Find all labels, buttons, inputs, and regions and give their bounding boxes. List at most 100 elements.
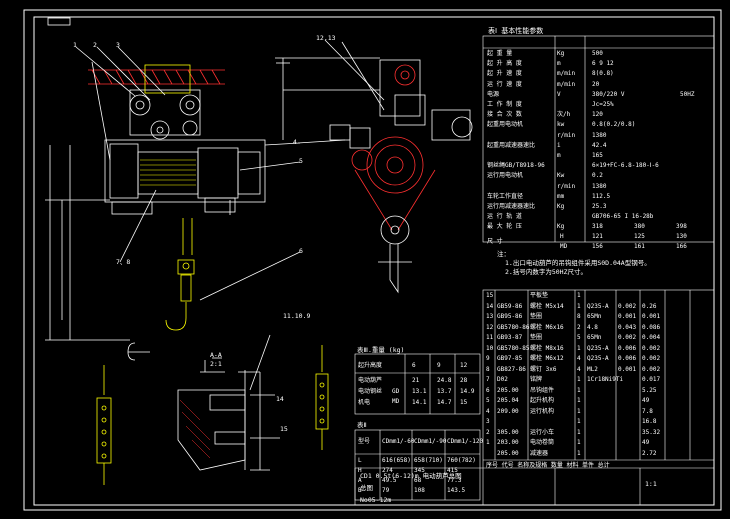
bom-cell: GB827-86	[497, 365, 526, 373]
notes-heading: 注：	[497, 250, 510, 258]
table1-unit: 次/h	[557, 111, 571, 119]
bom-cell: 1Cr18Ni9Ti	[587, 376, 624, 383]
bom-cell: 205.04	[497, 397, 519, 404]
table1-unit: m	[557, 60, 561, 68]
bom-header: 序号 代号 名称及规格 数量 材料 单件 总计	[486, 462, 610, 469]
dims-table-grid	[354, 429, 481, 501]
weight-table-grid	[354, 353, 481, 415]
table1-value: 120	[592, 111, 603, 119]
bom-cell: 2	[486, 428, 490, 436]
table1-unit: Kg	[557, 50, 565, 57]
bom-cell: 1	[577, 376, 581, 383]
leader-3: 3	[116, 41, 120, 49]
table1-value: 20	[592, 80, 600, 88]
table1-extra-cell: 50HZ	[680, 90, 695, 98]
bom-cell: 205.00	[497, 449, 519, 457]
bom-cell: 4	[577, 365, 581, 373]
bom-cell: 0.006	[618, 344, 637, 352]
bom-cell: 49	[642, 397, 650, 404]
dims-cell: L	[358, 457, 362, 464]
leader-2: 2	[93, 41, 97, 49]
dims-cell: 616(658)	[382, 457, 411, 464]
bom-cell: 垫圈	[530, 313, 543, 320]
bom-cell: 螺栓 M5x14	[530, 302, 564, 310]
bom-cell: 203.00	[497, 439, 519, 446]
detail-view	[177, 334, 280, 471]
weight-table-title: 表Ⅲ.重量 (kg)	[357, 346, 405, 354]
table1-name: 工 作 制 度	[487, 101, 522, 108]
bom-cell: 0.002	[642, 355, 661, 362]
table1-value: 6×19+FC-6.8-180-Ⅰ-6	[592, 162, 659, 170]
bom-cell: 8	[577, 313, 581, 320]
table1-name: 起 升 速 度	[487, 70, 522, 78]
weight-cell: 15	[460, 399, 468, 406]
table1-unit: r/min	[557, 182, 576, 190]
bom-cell: 2.72	[642, 449, 657, 457]
table1-value: 1380	[592, 182, 607, 190]
chain-detail-right	[315, 345, 329, 450]
chain-detail-left	[96, 365, 112, 485]
weight-side-label: MD	[392, 398, 400, 405]
table1-dims-value: 130	[676, 233, 687, 241]
leader-7-8: 7、8	[116, 258, 131, 266]
bom-cell: 4	[486, 407, 490, 415]
table1-unit: i	[557, 141, 561, 149]
table1-value: 1380	[592, 131, 607, 139]
bom-cell: 0.26	[642, 302, 657, 310]
bom-cell: 1	[577, 428, 581, 436]
bom-cell: 0.002	[642, 344, 661, 352]
bom-cell: 0.001	[618, 365, 637, 373]
bom-cell: 16.8	[642, 418, 657, 425]
table1-wheel-load-label: 最 大 轮 压	[487, 223, 522, 231]
table1-name: 钢丝绳GB/T8918-96	[487, 162, 545, 170]
bom-cell: 0.086	[642, 323, 661, 331]
bom-cell: 65Mn	[587, 334, 602, 341]
title-block-sub: 总图	[360, 484, 373, 492]
bom-cell: 49	[642, 439, 650, 446]
bom-cell: 垫圈	[530, 334, 543, 341]
bom-cell: 1	[577, 407, 581, 415]
bom-cell: 0.006	[618, 355, 637, 362]
dims-cell: 68	[414, 477, 422, 484]
table1-value: 6 9 12	[592, 60, 614, 68]
table1-name: 运行用减速器速比	[487, 203, 536, 210]
leader-4: 4	[293, 138, 297, 146]
bom-cell: 减速器	[530, 449, 549, 457]
weight-header-cell: 6	[412, 362, 416, 369]
dims-cell: 108	[414, 487, 425, 494]
table1-dims-label: 尺 寸	[487, 238, 503, 246]
bom-cell: 电动卷筒	[530, 439, 555, 446]
bom-cell: 0.002	[642, 365, 661, 373]
bom-cell: 0.001	[642, 313, 661, 320]
dims-cell: 143.5	[447, 487, 466, 494]
table1-name: 起 重 量	[487, 50, 513, 57]
bom-cell: 12	[486, 323, 494, 331]
table1-wheel-load-value: 380	[634, 223, 645, 231]
bom-cell: 1	[577, 344, 581, 352]
table1-unit: r/min	[557, 131, 576, 139]
table1-dims-value: 161	[634, 243, 645, 251]
bom-cell: 65Mn	[587, 313, 602, 320]
leader-14: 14	[276, 395, 284, 403]
bom-cell: GB97-85	[497, 355, 523, 362]
table1-dims-value: 166	[676, 243, 687, 251]
dims-cell: 345	[414, 467, 425, 474]
table1-value: 42.4	[592, 141, 607, 149]
bom-cell: 0.002	[618, 302, 637, 310]
side-view	[275, 39, 473, 294]
weight-cell: 28	[460, 377, 468, 384]
bom-cell: 2	[577, 323, 581, 331]
table1-dims-unit: MD	[560, 243, 568, 251]
bom-cell: Q235-A	[587, 302, 609, 310]
table1-dims-value: 121	[592, 233, 603, 241]
table1-value: GB706-65 I 16-28b	[592, 213, 654, 221]
dims-cell: 49.5	[382, 477, 397, 484]
inner-frame	[33, 16, 715, 506]
bom-cell: 螺栓 M6x12	[530, 355, 564, 362]
bom-cell: 7.8	[642, 407, 653, 415]
table1-title: 表Ⅰ 基本性能参数	[488, 27, 544, 35]
leader-1: 1	[73, 41, 77, 49]
weight-cell: 电动钢丝	[358, 388, 383, 395]
bom-cell: 0.001	[618, 313, 637, 320]
